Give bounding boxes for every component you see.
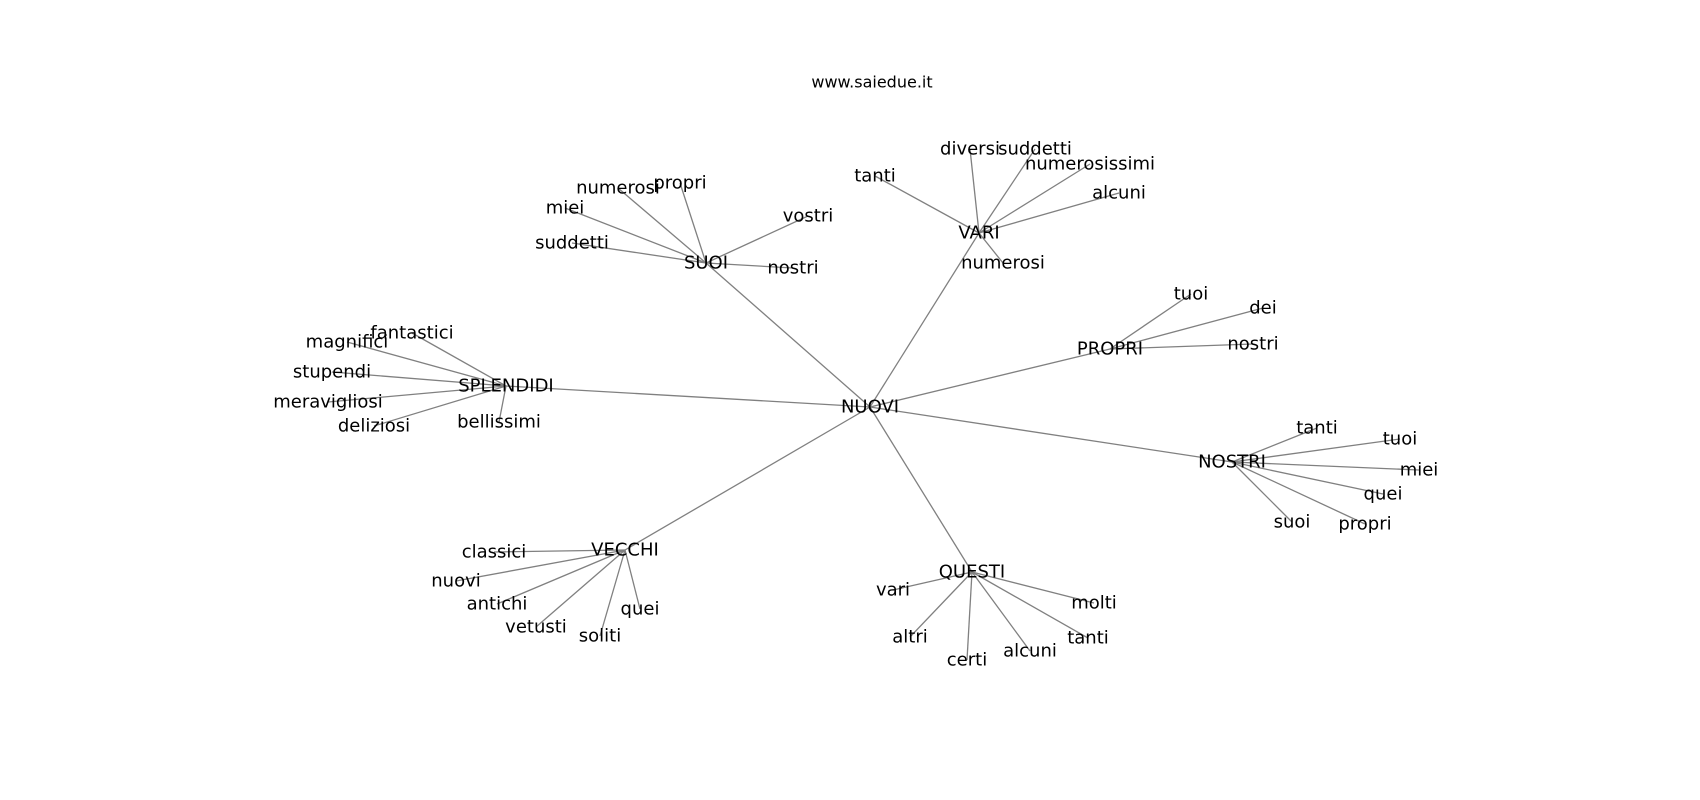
leaf-node: antichi bbox=[467, 594, 528, 615]
leaf-node: alcuni bbox=[1003, 641, 1057, 662]
edge-vari-alcuni bbox=[978, 192, 1120, 234]
cluster-node-questi: QUESTI bbox=[939, 562, 1005, 583]
leaf-node: dei bbox=[1249, 298, 1277, 319]
leaf-node: stupendi bbox=[293, 362, 371, 383]
leaf-node: suoi bbox=[1274, 512, 1311, 533]
edge-nostri-suoi bbox=[1231, 461, 1293, 523]
edge-center-nostri bbox=[869, 406, 1233, 463]
leaf-node: tanti bbox=[1296, 418, 1338, 439]
edge-suoi-propri bbox=[679, 182, 707, 264]
edge-propri-nostri bbox=[1109, 343, 1254, 350]
leaf-node: tanti bbox=[1067, 628, 1109, 649]
edge-splendidi-meravigliosi bbox=[327, 385, 507, 403]
edge-center-vecchi bbox=[624, 406, 871, 551]
cluster-node-vari: VARI bbox=[958, 223, 999, 244]
edge-vari-diversi bbox=[969, 148, 980, 234]
cluster-node-suoi: SUOI bbox=[684, 253, 728, 274]
leaf-node: nostri bbox=[767, 258, 818, 279]
edge-suoi-vostri bbox=[705, 215, 809, 264]
edge-vari-numerosi bbox=[978, 232, 1004, 264]
leaf-node: suddetti bbox=[998, 139, 1072, 160]
edge-questi-certi bbox=[966, 571, 973, 661]
edge-center-vari bbox=[869, 232, 980, 408]
edge-center-propri bbox=[869, 348, 1111, 408]
edge-splendidi-stupendi bbox=[331, 371, 507, 387]
leaf-node: propri bbox=[653, 173, 706, 194]
leaf-node: tanti bbox=[854, 166, 896, 187]
leaf-node: tuoi bbox=[1174, 284, 1208, 305]
leaf-node: numerosissimi bbox=[1025, 154, 1155, 175]
leaf-node: nostri bbox=[1227, 334, 1278, 355]
edge-vari-tanti bbox=[874, 175, 980, 234]
leaf-node: vetusti bbox=[505, 617, 567, 638]
edge-center-questi bbox=[869, 406, 973, 573]
edge-vecchi-classici bbox=[493, 549, 626, 553]
edge-suoi-nostri bbox=[705, 262, 794, 269]
leaf-node: tuoi bbox=[1383, 429, 1417, 450]
edge-vecchi-quei bbox=[624, 549, 641, 610]
edge-questi-vari bbox=[892, 571, 973, 591]
edge-propri-dei bbox=[1109, 307, 1264, 350]
leaf-node: numerosi bbox=[576, 178, 660, 199]
edge-nostri-tanti bbox=[1231, 427, 1318, 463]
edge-splendidi-magnifici bbox=[346, 341, 507, 387]
leaf-node: altri bbox=[892, 627, 928, 648]
leaf-node: molti bbox=[1071, 593, 1117, 614]
leaf-node: certi bbox=[947, 650, 987, 671]
edge-nostri-quei bbox=[1231, 461, 1384, 495]
edge-vecchi-vetusti bbox=[535, 549, 626, 628]
cluster-node-splendidi: SPLENDIDI bbox=[458, 376, 553, 397]
edge-vari-numerosissimi bbox=[978, 163, 1091, 234]
edge-questi-tanti bbox=[971, 571, 1089, 639]
leaf-node: quei bbox=[621, 599, 660, 620]
edge-splendidi-fantastici bbox=[411, 332, 507, 387]
leaf-node: deliziosi bbox=[338, 416, 410, 437]
leaf-node: vari bbox=[876, 580, 910, 601]
edge-questi-alcuni bbox=[971, 571, 1031, 652]
cluster-node-nostri: NOSTRI bbox=[1198, 452, 1266, 473]
cluster-node-vecchi: VECCHI bbox=[591, 540, 659, 561]
leaf-node: quei bbox=[1364, 484, 1403, 505]
leaf-node: propri bbox=[1338, 514, 1391, 535]
leaf-node: miei bbox=[1400, 460, 1439, 481]
leaf-node: meravigliosi bbox=[273, 392, 383, 413]
center-node: NUOVI bbox=[841, 397, 899, 418]
leaf-node: nuovi bbox=[431, 571, 480, 592]
leaf-node: soliti bbox=[579, 626, 621, 647]
diagram-title: www.saiedue.it bbox=[811, 73, 932, 92]
edge-vari-suddetti bbox=[978, 148, 1036, 234]
edge-vecchi-soliti bbox=[599, 549, 626, 637]
edges bbox=[327, 148, 1420, 661]
edge-questi-molti bbox=[971, 571, 1095, 604]
leaf-node: bellissimi bbox=[457, 412, 541, 433]
edge-center-splendidi bbox=[505, 385, 871, 408]
edge-propri-tuoi bbox=[1109, 293, 1192, 350]
leaf-node: suddetti bbox=[535, 233, 609, 254]
leaf-node: vostri bbox=[783, 206, 834, 227]
cluster-node-propri: PROPRI bbox=[1077, 339, 1143, 360]
leaf-node: classici bbox=[462, 542, 527, 563]
edge-suoi-numerosi bbox=[617, 187, 707, 264]
edge-nostri-miei bbox=[1231, 461, 1420, 471]
edge-splendidi-bellissimi bbox=[498, 385, 507, 423]
edge-vecchi-nuovi bbox=[455, 549, 626, 582]
edge-nostri-tuoi bbox=[1231, 438, 1401, 463]
leaf-node: miei bbox=[546, 198, 585, 219]
leaf-node: diversi bbox=[940, 139, 1000, 160]
edge-center-suoi bbox=[705, 262, 871, 408]
edge-splendidi-deliziosi bbox=[373, 385, 507, 427]
leaf-node: alcuni bbox=[1092, 183, 1146, 204]
edge-vecchi-antichi bbox=[496, 549, 626, 605]
leaf-node: numerosi bbox=[961, 253, 1045, 274]
edge-suoi-suddetti bbox=[571, 242, 707, 264]
leaf-node: magnifici bbox=[306, 332, 389, 353]
leaf-node: fantastici bbox=[370, 323, 453, 344]
edge-suoi-miei bbox=[564, 207, 707, 264]
edge-nostri-propri bbox=[1231, 461, 1366, 525]
edge-questi-altri bbox=[909, 571, 973, 638]
